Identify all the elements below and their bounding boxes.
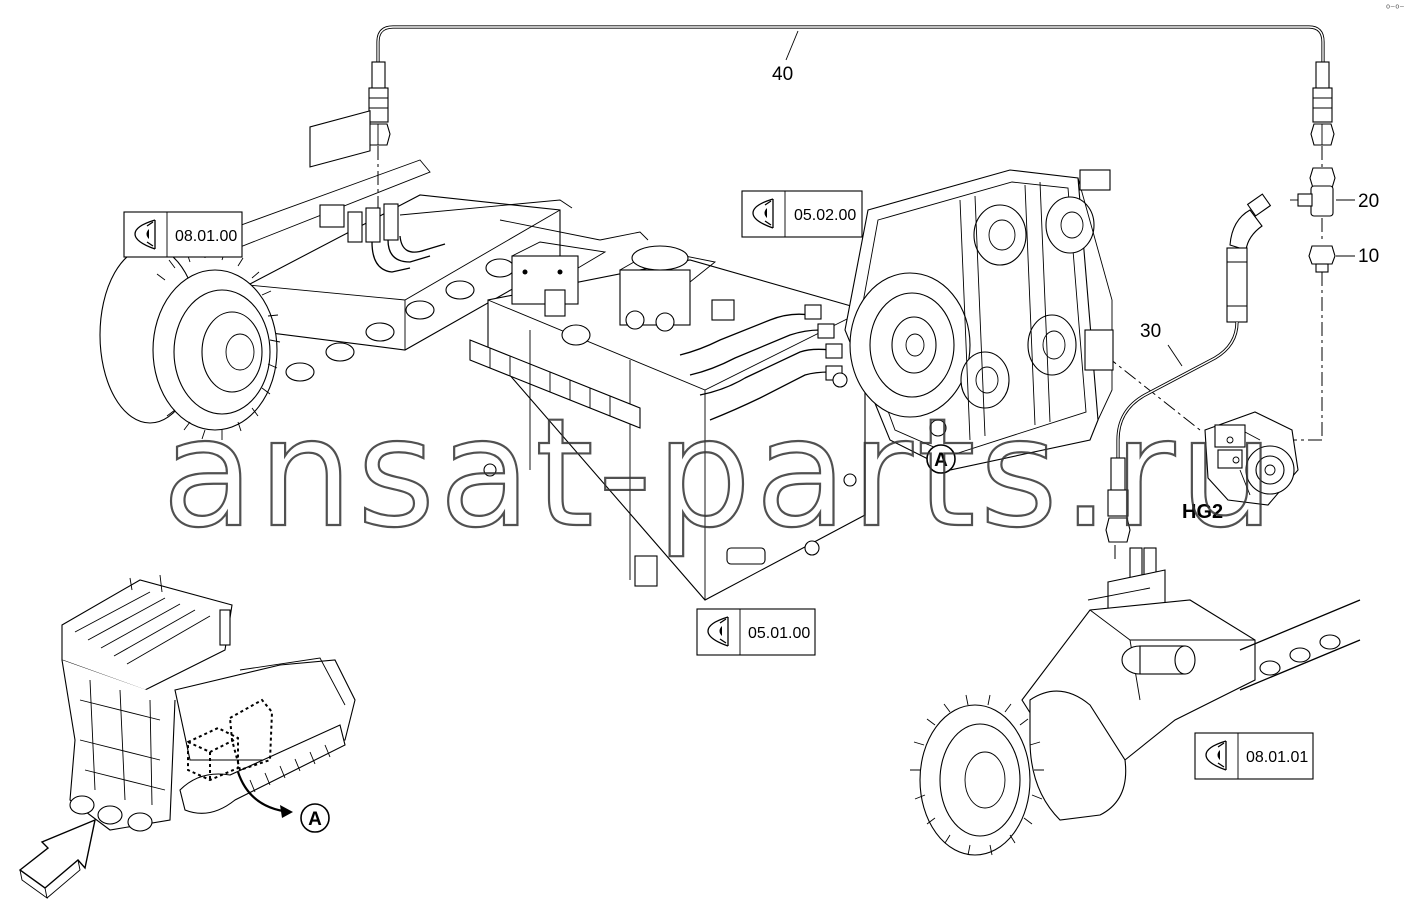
hose-fitting-right bbox=[1310, 61, 1335, 146]
tee-fitting-20[interactable] bbox=[1290, 167, 1355, 217]
corner-mark: ⁰⁻⁰⁻ bbox=[1386, 4, 1405, 15]
detail-marker-overview[interactable]: A bbox=[300, 803, 330, 833]
pump-label: HG2 bbox=[1182, 501, 1223, 523]
view-direction-arrow bbox=[18, 818, 96, 900]
view-ref-label: 05.01.00 bbox=[748, 625, 810, 642]
view-ref-label: 05.02.00 bbox=[794, 207, 856, 224]
view-ref-left-track[interactable]: 08.01.00 bbox=[123, 211, 243, 258]
adapter-10[interactable] bbox=[1308, 245, 1355, 273]
view-ref-label: 08.01.00 bbox=[175, 228, 237, 245]
view-ref-tank[interactable]: 05.01.00 bbox=[696, 608, 816, 656]
callout-30: 30 bbox=[1140, 321, 1161, 342]
right-track-assembly[interactable] bbox=[910, 547, 1361, 856]
eye-icon bbox=[134, 219, 156, 250]
eye-icon bbox=[752, 198, 774, 229]
view-ref-engine-block[interactable]: 05.02.00 bbox=[741, 190, 863, 238]
watermark: ansat-parts.ru bbox=[162, 387, 1278, 561]
sprocket-teeth-right bbox=[910, 694, 1044, 856]
hydraulic-pump-hg2[interactable] bbox=[1204, 411, 1299, 506]
callout-40: 40 bbox=[772, 64, 793, 85]
track-rollers-left bbox=[285, 258, 515, 382]
filter-unit-right bbox=[619, 245, 735, 332]
detail-letter: A bbox=[934, 450, 948, 471]
callout-10: 10 bbox=[1358, 246, 1379, 267]
callout-20: 20 bbox=[1358, 191, 1379, 212]
left-track-assembly[interactable] bbox=[99, 110, 601, 440]
eye-icon bbox=[707, 616, 729, 647]
hose-30[interactable] bbox=[1105, 193, 1272, 543]
track-rollers-right bbox=[1259, 634, 1341, 676]
filter-unit-left bbox=[511, 241, 607, 346]
hose-40[interactable] bbox=[366, 25, 1335, 146]
engine-plate-assembly[interactable] bbox=[832, 169, 1114, 471]
eye-icon bbox=[1205, 740, 1227, 771]
tank-frame-assembly[interactable] bbox=[469, 231, 866, 601]
valve-block-left bbox=[319, 203, 446, 273]
paver-overview[interactable] bbox=[61, 574, 356, 832]
view-ref-label: 08.01.01 bbox=[1246, 749, 1308, 766]
detail-letter: A bbox=[308, 809, 322, 830]
hose-fitting-left bbox=[366, 61, 391, 146]
frame-rail bbox=[469, 339, 641, 429]
overview-track-links bbox=[249, 744, 331, 793]
view-ref-right-track[interactable]: 08.01.01 bbox=[1194, 732, 1314, 780]
detail-marker-main[interactable]: A bbox=[926, 444, 956, 474]
